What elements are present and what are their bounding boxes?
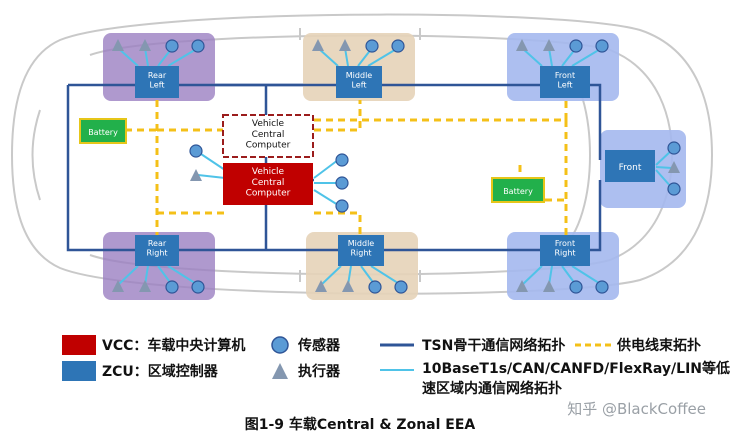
legend-tsn: TSN骨干通信网络拓扑 [380,335,565,355]
zcu-swatch [62,361,96,381]
legend-power-text: 供电线束拓扑 [617,338,701,354]
vcc-sensor-right-3 [335,199,349,213]
zcu-front-label: Front [619,163,642,173]
zone-backgrounds [103,33,686,300]
legend-power: 供电线束拓扑 [575,335,701,355]
middle-left-actuator-1 [312,39,324,51]
battery-left: Battery [79,118,127,144]
middle-left-actuator-2 [339,39,351,51]
watermark: 知乎 @BlackCoffee [567,400,706,418]
rear-left-actuator-2 [139,39,151,51]
middle-right-sensor-1 [368,280,382,294]
sensor-icon [271,336,289,354]
tsn-line-icon [380,343,414,347]
middle-left-sensor-2 [391,39,405,53]
front-right-sensor-1 [569,280,583,294]
battery-right-label: Battery [503,187,533,196]
front-right-actuator-1 [516,280,528,292]
legend-vcc-text: VCC：车载中央计算机 [102,338,246,354]
front-actuator-1 [668,161,680,173]
legend-actuator: 执行器 [270,361,340,381]
rear-left-sensor-2 [191,39,205,53]
vcc-swatch [62,335,96,355]
legend-zcu-text: ZCU：区域控制器 [102,364,218,380]
legend-actuator-text: 执行器 [298,364,340,380]
rear-left-sensor-1 [165,39,179,53]
legend-zone-net: 10BaseT1s/CAN/CANFD/FlexRay/LIN等低 速区域内通信… [380,358,730,398]
legend-tsn-text: TSN骨干通信网络拓扑 [422,338,566,354]
figure-caption: 图1-9 车载Central & Zonal EEA [244,417,476,433]
battery-right: Battery [491,177,545,203]
rear-right-actuator-1 [112,280,124,292]
front-left-sensor-2 [595,39,609,53]
front-left-sensor-1 [569,39,583,53]
middle-right-actuator-1 [315,280,327,292]
legend-zone-net-line2: 速区域内通信网络拓扑 [422,381,562,397]
front-sensor-1 [667,141,681,155]
front-sensor-2 [667,182,681,196]
rear-right-sensor-1 [165,280,179,294]
legend-zone-net-line1: 10BaseT1s/CAN/CANFD/FlexRay/LIN等低 [422,361,730,377]
middle-right-actuator-2 [342,280,354,292]
sensor-actuator-nodes [112,39,681,294]
power-harness [113,100,568,250]
battery-left-label: Battery [88,128,118,137]
middle-left-sensor-1 [365,39,379,53]
actuator-icon [272,363,288,379]
front-right-actuator-2 [543,280,555,292]
zone-links [117,47,673,286]
vcc-actuator-left [190,169,202,181]
legend-zcu: ZCU：区域控制器 [62,361,218,381]
zcu-front: Front [605,150,655,182]
legend-sensor: 传感器 [270,335,340,355]
rear-left-actuator-1 [112,39,124,51]
front-left-actuator-2 [543,39,555,51]
vcc-sensor-right-1 [335,153,349,167]
rear-right-sensor-2 [191,280,205,294]
power-line-icon [575,343,611,347]
front-right-sensor-2 [595,280,609,294]
middle-right-sensor-2 [394,280,408,294]
vcc-sensor-left [189,144,203,158]
legend-sensor-text: 传感器 [298,338,340,354]
rear-right-actuator-2 [139,280,151,292]
vcc-sensor-right-2 [335,176,349,190]
legend-vcc: VCC：车载中央计算机 [62,335,245,355]
front-left-actuator-1 [516,39,528,51]
zone-link-line-icon [380,369,414,371]
